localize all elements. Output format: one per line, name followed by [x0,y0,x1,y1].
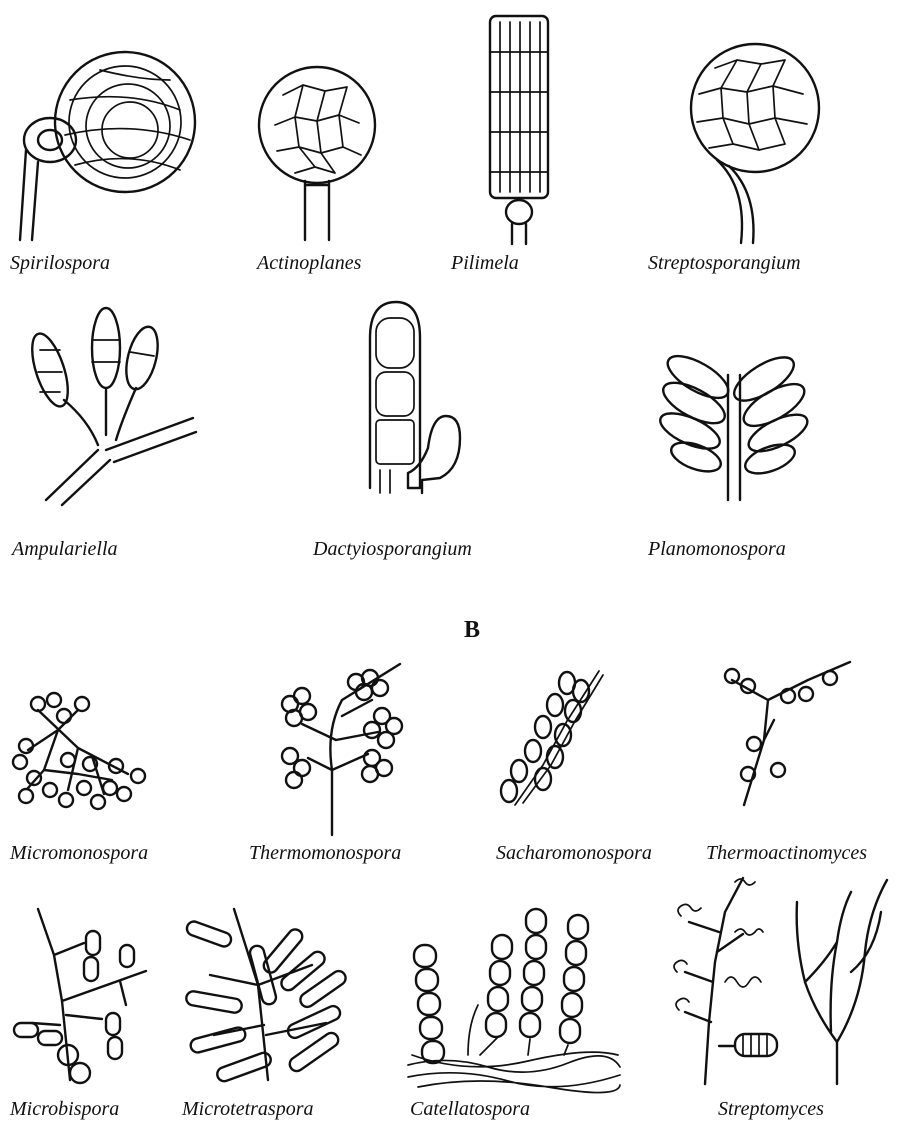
label-planomonospora: Planomonospora [648,538,786,561]
microtetraspora-drawing [176,905,366,1085]
label-dactyiosporangium: Dactyiosporangium [313,538,472,561]
ampulariella-drawing [18,300,208,510]
streptosporangium-drawing [675,38,835,248]
dactyiosporangium-drawing [360,298,470,498]
label-streptomyces: Streptomyces [718,1098,824,1121]
microbispora-drawing [10,905,155,1085]
label-ampulariella: Ampulariella [12,538,118,561]
label-microtetraspora: Microtetraspora [182,1098,313,1121]
label-thermoactinomyces: Thermoactinomyces [706,842,867,865]
label-spirilospora: Spirilospora [10,252,110,275]
actinoplanes-drawing [255,55,375,245]
sacharomonospora-drawing [497,665,607,810]
label-microbispora: Microbispora [10,1098,119,1121]
thermoactinomyces-drawing [718,660,858,810]
streptomyces-drawing [655,872,900,1087]
label-micromonospora: Micromonospora [10,842,148,865]
label-streptosporangium: Streptosporangium [648,252,801,275]
pilimela-drawing [486,12,556,247]
spirilospora-drawing [10,40,210,250]
label-catellatospora: Catellatospora [410,1098,530,1121]
label-sacharomonospora: Sacharomonospora [496,842,652,865]
label-actinoplanes: Actinoplanes [257,252,361,275]
micromonospora-drawing [8,690,158,815]
section-b-heading: B [464,617,480,644]
label-pilimela: Pilimela [451,252,519,275]
planomonospora-drawing [660,355,820,505]
thermomonospora-drawing [272,660,412,840]
label-thermomonospora: Thermomonospora [249,842,401,865]
catellatospora-drawing [408,905,623,1090]
